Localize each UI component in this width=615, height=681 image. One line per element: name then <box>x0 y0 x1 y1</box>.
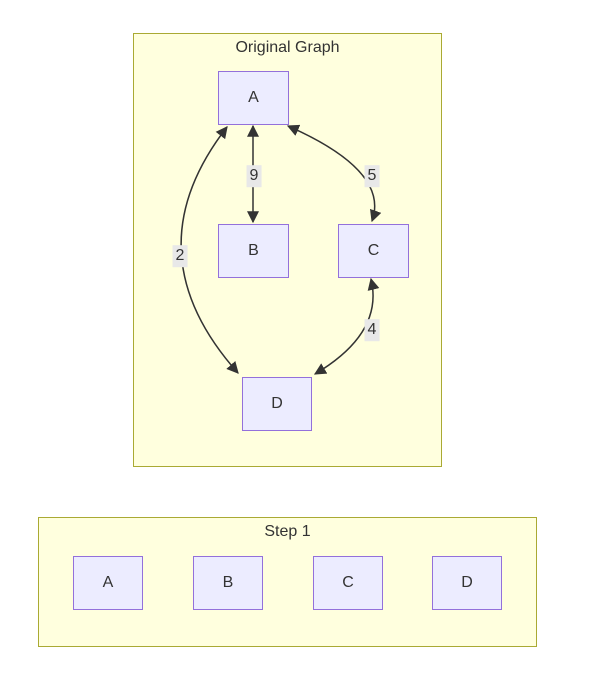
node-original-C: C <box>338 224 409 278</box>
edge-label-D-C: 4 <box>364 319 380 341</box>
node-step1-B: B <box>193 556 263 610</box>
node-original-D-label: D <box>271 395 283 412</box>
subgraph-original-graph-title: Original Graph <box>235 39 340 56</box>
node-original-B: B <box>218 224 289 278</box>
node-original-D: D <box>242 377 312 431</box>
node-original-A-label: A <box>248 89 259 106</box>
node-step1-C-label: C <box>342 574 354 591</box>
node-step1-D: D <box>432 556 502 610</box>
node-step1-A-label: A <box>102 574 114 591</box>
edge-label-A-B: 9 <box>246 165 262 187</box>
node-step1-A: A <box>73 556 143 610</box>
edge-label-A-C: 5 <box>364 165 380 187</box>
node-original-A: A <box>218 71 289 125</box>
node-step1-D-label: D <box>461 574 473 591</box>
node-step1-C: C <box>313 556 383 610</box>
edge-label-A-D: 2 <box>172 245 188 267</box>
node-original-B-label: B <box>248 242 259 259</box>
node-original-C-label: C <box>367 242 380 259</box>
node-step1-B-label: B <box>222 574 234 591</box>
subgraph-step-1-title: Step 1 <box>264 523 311 540</box>
